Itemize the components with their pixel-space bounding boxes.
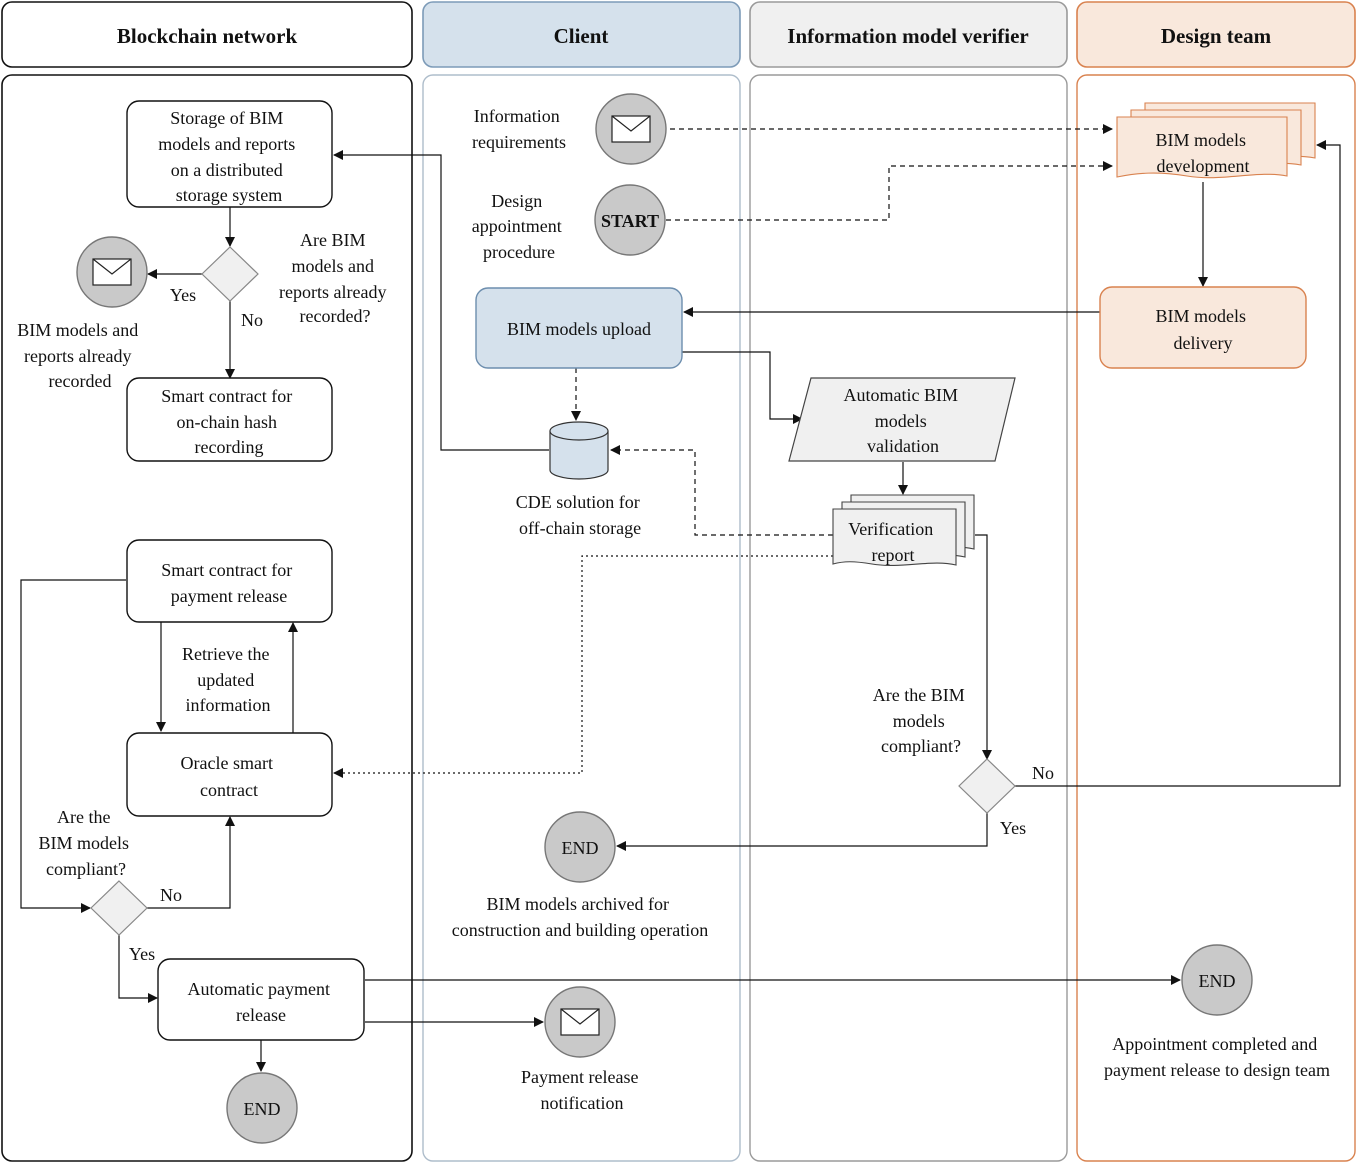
decision-compliant-left [90,880,148,936]
label-no-compliant-left: No [160,885,182,905]
connectors [20,140,1341,1072]
start-label: START [601,211,659,231]
flow-left-decision-yes [118,934,158,1003]
end-blockchain-label: END [244,1099,281,1119]
decision-compliant-right-question: Are the BIM models compliant? [873,685,969,756]
end-client [544,811,616,883]
end-client-label: END [562,838,599,858]
bim-upload-box [475,287,683,369]
info-requirements-label: Information requirements [472,106,566,152]
message-connectors [571,124,1113,536]
lane-header-blockchain [1,1,413,68]
flow-cde-to-storage [333,150,549,451]
decision-already-recorded-question: Are BIM models and reports already recor… [279,230,391,326]
database-cylinder-icon [549,421,609,480]
lane-title-verifier: Information model verifier [787,24,1028,48]
retrieve-info-text: Retrieve the updated information [182,644,274,715]
storage-bim-box [126,100,333,208]
oracle-contract-box [126,732,333,817]
auto-validation-text: Automatic BIM models validation [844,385,963,456]
envelope-icon [92,258,132,286]
lane-body-verifier [749,74,1068,1162]
design-appointment-label: Design appointment procedure [472,191,566,262]
auto-payment-text: Automatic payment release [188,979,335,1025]
verification-report-text: Verification report [848,519,937,565]
envelope-icon [560,1008,600,1036]
appointment-completed-label: Appointment completed and payment releas… [1104,1034,1330,1080]
label-yes-compliant-left: Yes [129,944,155,964]
storage-bim-text: Storage of BIM models and reports on a d… [158,108,299,205]
auto-validation-shape [788,377,1016,462]
flow-left-decision-no [147,816,235,909]
lane-header-verifier [749,1,1068,68]
decision-compliant-right [958,758,1016,814]
bim-development-stack [1116,102,1316,179]
lane-title-blockchain: Blockchain network [117,24,298,48]
bim-upload-text: BIM models upload [507,319,651,339]
bim-archived-label: BIM models archived for construction and… [452,894,708,940]
label-no-already-recorded: No [241,310,263,330]
envelope-icon [611,115,651,143]
decision-already-recorded [201,246,259,302]
start-event [594,184,666,256]
lane-header-design [1076,1,1356,68]
bim-development-text: BIM models development [1155,130,1250,176]
oracle-contract-text: Oracle smart contract [181,753,278,800]
flow-report-to-cde [610,445,833,536]
label-no-compliant-right: No [1032,763,1054,783]
label-yes-already-recorded: Yes [170,285,196,305]
flow-decision-no-to-development [1015,140,1341,787]
bim-delivery-box [1099,286,1307,369]
cde-solution-label: CDE solution for off-chain storage [516,492,645,538]
verification-report-stack [832,494,975,566]
auto-payment-box [157,958,365,1041]
label-yes-compliant-right: Yes [1000,818,1026,838]
flow-report-to-decision [975,534,992,760]
payment-contract-box [126,539,333,623]
decision-compliant-left-question: Are the BIM models compliant? [38,807,133,879]
lane-header-client [422,1,741,68]
already-recorded-label: BIM models and reports already recorded [17,320,143,391]
hash-contract-box [126,377,333,462]
bim-delivery-text: BIM models delivery [1155,306,1250,353]
payment-contract-text: Smart contract for payment release [161,560,296,606]
end-blockchain [226,1072,298,1144]
flow-payment-contract-to-left-decision [20,579,126,913]
flow-start-to-development [666,161,1113,221]
end-design [1181,944,1253,1016]
flow-report-to-oracle [333,555,833,778]
end-design-label: END [1199,971,1236,991]
flow-decision-yes-to-end [616,812,988,851]
lane-title-design: Design team [1161,24,1272,48]
hash-contract-text: Smart contract for on-chain hash recordi… [161,386,296,457]
payment-notification-label: Payment release notification [521,1067,643,1113]
flow-upload-to-validation [682,351,803,424]
lane-title-client: Client [554,24,609,48]
